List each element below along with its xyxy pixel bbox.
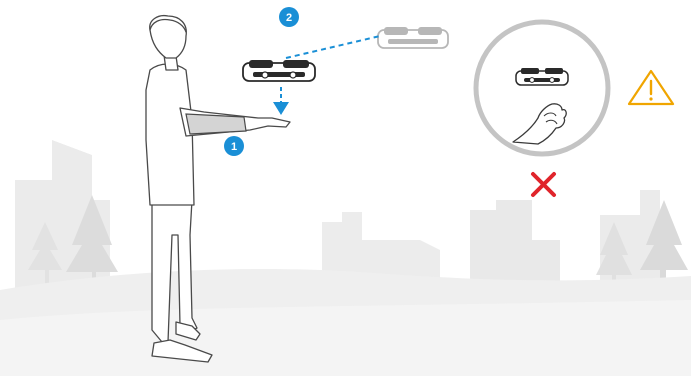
tree-left-2	[66, 195, 118, 300]
flight-path-line	[285, 35, 381, 59]
person-shoe-front	[151, 339, 213, 363]
tree-right-1	[596, 222, 632, 300]
person-icon	[145, 14, 291, 363]
background-scenery	[0, 140, 691, 376]
person-shoe-back	[175, 321, 201, 341]
incorrect-example-frame	[473, 19, 611, 157]
step-number-2: 2	[286, 12, 292, 24]
drone-icon-distant	[377, 27, 449, 49]
person-torso	[145, 63, 195, 206]
step-number-1: 1	[231, 141, 237, 153]
person-arm-shade	[185, 113, 247, 135]
drone-icon	[242, 60, 316, 82]
step-badge-1: 1	[224, 136, 244, 156]
hand-fingers	[543, 112, 558, 125]
cross-icon	[531, 172, 556, 197]
incorrect-example	[473, 19, 611, 157]
person-hair	[149, 18, 187, 33]
tree-right-2	[640, 200, 688, 300]
warning-triangle-icon	[627, 69, 675, 106]
tree-left-1	[28, 222, 62, 290]
person-head	[149, 14, 187, 59]
building-right	[470, 200, 560, 290]
step-badge-2: 2	[279, 7, 299, 27]
arrow-down-icon	[273, 87, 289, 115]
drone-icon-example	[515, 68, 569, 86]
